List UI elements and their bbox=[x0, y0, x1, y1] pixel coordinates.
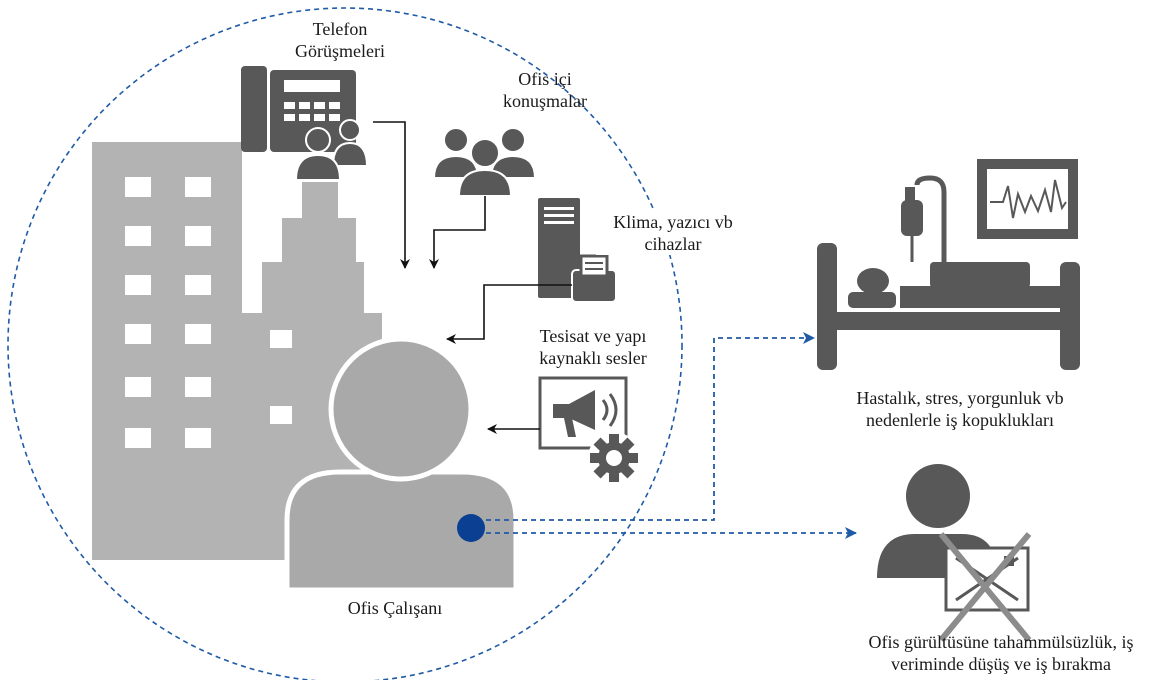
quit-label: Ofis gürültüsüne tahammülsüzlük, iş veri… bbox=[826, 631, 1173, 675]
building-noise-label-line1: Tesisat ve yapı bbox=[539, 326, 647, 346]
worker-marker-dot bbox=[457, 514, 485, 542]
building-icon bbox=[92, 142, 382, 560]
office-worker-icon bbox=[284, 336, 519, 593]
illness-label: Hastalık, stres, yorgunluk vb nedenlerle… bbox=[822, 387, 1098, 431]
phone-label: Telefon Görüşmeleri bbox=[288, 18, 392, 62]
devices-label: Klima, yazıcı vb cihazlar bbox=[596, 211, 750, 255]
office-boundary-circle bbox=[7, 7, 683, 680]
quit-label-line2: veriminde düşüş ve iş bırakma bbox=[891, 654, 1111, 674]
phone-label-line1: Telefon bbox=[312, 19, 368, 39]
building-noise-label: Tesisat ve yapı kaynaklı sesler bbox=[520, 325, 666, 369]
talk-label-line1: Ofis içi bbox=[518, 69, 572, 89]
illness-label-line1: Hastalık, stres, yorgunluk vb bbox=[856, 388, 1064, 408]
phone-label-line2: Görüşmeleri bbox=[295, 41, 385, 61]
hospital-bed-icon bbox=[817, 175, 1080, 370]
quit-label-line1: Ofis gürültüsüne tahammülsüzlük, iş bbox=[868, 632, 1134, 652]
people-group-icon bbox=[432, 127, 537, 197]
megaphone-gear-icon bbox=[538, 376, 640, 484]
worker-label-text: Ofis Çalışanı bbox=[347, 598, 443, 618]
talk-label: Ofis içi konuşmalar bbox=[490, 68, 600, 112]
noise-arrows bbox=[373, 121, 572, 434]
worker-label: Ofis Çalışanı bbox=[318, 597, 472, 619]
devices-label-line1: Klima, yazıcı vb bbox=[613, 212, 733, 232]
resign-person-icon bbox=[877, 464, 1032, 642]
desk-phone-icon bbox=[241, 66, 369, 181]
devices-label-line2: cihazlar bbox=[644, 234, 702, 254]
building-noise-label-line2: kaynaklı sesler bbox=[539, 348, 647, 368]
effect-arrows bbox=[486, 332, 857, 539]
printer-server-icon bbox=[538, 198, 617, 303]
illness-label-line2: nedenlerle iş kopuklukları bbox=[866, 410, 1054, 430]
talk-label-line2: konuşmalar bbox=[503, 91, 587, 111]
heart-monitor-icon bbox=[977, 159, 1078, 239]
